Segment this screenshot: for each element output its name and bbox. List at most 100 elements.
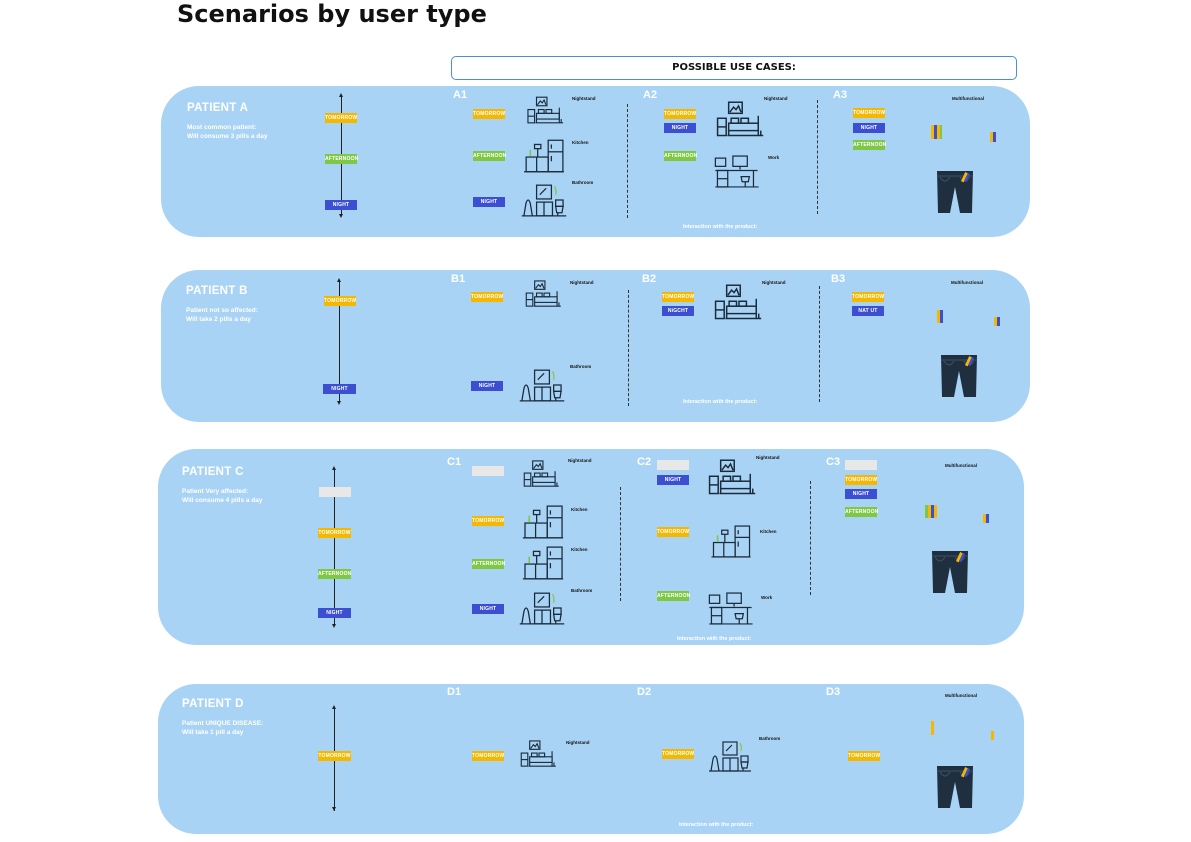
pill-strip-icon [991,727,994,745]
case-divider [628,290,629,406]
jeans-pocket-icon [935,169,975,215]
timeline-arrow-up-icon [339,93,343,97]
timeline-tag-tomorrow: TOMORROW [318,751,351,761]
case-tag-tomorrow: TOMORROW [664,109,697,119]
case-tag-afternoon: AFTERNOON [853,140,887,150]
case-tag-blank [657,460,689,470]
case-tag-night: NIGHT [853,123,885,133]
timeline-arrow-down-icon [332,807,336,811]
location-label-bathroom: Bathroom [570,364,592,369]
case-code-c3: C3 [826,456,841,468]
case-tag-night: NIGHT [472,604,504,614]
location-label-nightstand: Nightstand [570,280,594,285]
kitchen-icon [521,545,565,581]
case-tag-afternoon: AFTERNOON [845,507,879,517]
case-tag-afternoon: AFTERNOON [473,151,507,161]
case-tag-tomorrow: TOMORROW [657,527,690,537]
bedroom-nightstand-icon [520,740,558,768]
case-code-d2: D2 [637,686,652,698]
timeline-tag-afternoon: AFTERNOON [325,154,359,164]
location-label-work: Work [768,155,780,160]
case-tag-tomorrow: TOMORROW [845,475,878,485]
patient-d-desc-line2: Will take 1 pill a day [182,729,244,736]
kitchen-icon [521,504,565,540]
page-title: Scenarios by user type [177,0,487,28]
case-tag-night: NIGHT [845,489,877,499]
desk-work-icon [708,591,754,626]
location-label-multifunctional: Multifunctional [945,463,977,468]
case-tag-blank [845,460,877,470]
pill-strip-icon [994,313,1000,331]
location-label-nightstand: Nightstand [572,96,596,101]
bathroom-icon [518,590,566,626]
location-label-nightstand: Nightstand [566,740,590,745]
case-code-a3: A3 [833,89,848,101]
location-label-kitchen: Kitchen [572,140,589,145]
patient-a-panel [161,86,1030,237]
kitchen-icon [709,524,753,559]
case-divider [627,104,628,218]
case-tag-tomorrow: TOMORROW [471,292,504,302]
timeline-tag-night: NIGHT [325,200,357,210]
case-tag-night: NIGHT [473,197,505,207]
case-tag-night: NIGHT [664,123,696,133]
bedroom-nightstand-icon [527,96,565,125]
patient-b-panel [161,270,1030,422]
case-divider [819,286,820,402]
location-label-work: Work [761,595,773,600]
case-divider [810,481,811,595]
location-label-kitchen: Kitchen [571,547,588,552]
timeline-tag-night: NIGHT [318,608,351,618]
location-label-multifunctional: Multifunctional [945,693,977,698]
patient-a-desc-line1: Most common patient: [187,124,257,131]
location-label-nightstand: Nightstand [762,280,786,285]
kitchen-icon [523,138,565,174]
interaction-label: Interaction with the product: [683,224,758,230]
timeline-tag-tomorrow: TOMORROW [325,113,358,123]
case-tag-tomorrow: TOMORROW [848,751,881,761]
case-tag-tomorrow: TOMORROW [853,108,886,118]
timeline-arrow-up-icon [332,466,336,470]
timeline-tag-blank [319,487,351,497]
timeline-arrow-down-icon [337,401,341,405]
case-tag-blank [472,466,504,476]
pill-strip-icon [931,125,943,144]
bathroom-icon [706,739,754,773]
jeans-pocket-icon [935,764,975,810]
pill-strip-icon [937,310,945,328]
case-code-b3: B3 [831,273,846,285]
patient-c-desc-line2: Will consume 4 pills a day [182,497,263,504]
location-label-bathroom: Bathroom [572,180,594,185]
bedroom-nightstand-icon [525,280,563,308]
case-code-a2: A2 [643,89,658,101]
timeline-arrow-up-icon [332,705,336,709]
pill-strip-icon [931,721,934,740]
case-tag-night: NIGHT [657,475,689,485]
case-tag-tomorrow: TOMORROW [852,292,885,302]
pill-strip-icon [990,129,997,147]
case-code-c2: C2 [637,456,652,468]
interaction-label: Interaction with the product: [679,822,754,828]
timeline-line [334,469,335,625]
case-divider [817,100,818,214]
timeline-arrow-up-icon [337,278,341,282]
bathroom-icon [520,182,568,218]
case-code-c1: C1 [447,456,462,468]
bedroom-nightstand-icon [523,460,561,488]
location-label-nightstand: Nightstand [764,96,788,101]
patient-c-desc-line1: Patient Very affected: [182,488,249,495]
case-tag-afternoon: AFTERNOON [472,559,506,569]
interaction-label: Interaction with the product: [677,636,752,642]
interaction-label: Interaction with the product: [683,399,758,405]
patient-b-title: PATIENT B [186,285,248,297]
bedroom-nightstand-icon [708,459,758,496]
timeline-tag-tomorrow: TOMORROW [318,528,351,538]
patient-d-desc-line1: Patient UNIQUE DISEASE: [182,720,264,727]
patient-d-panel [158,684,1024,834]
case-tag-tomorrow: TOMORROW [662,749,695,759]
bedroom-nightstand-icon [716,101,766,138]
patient-a-title: PATIENT A [187,102,249,114]
timeline-tag-tomorrow: TOMORROW [324,296,357,306]
location-label-multifunctional: Multifunctional [951,280,983,285]
bedroom-nightstand-icon [714,284,764,321]
